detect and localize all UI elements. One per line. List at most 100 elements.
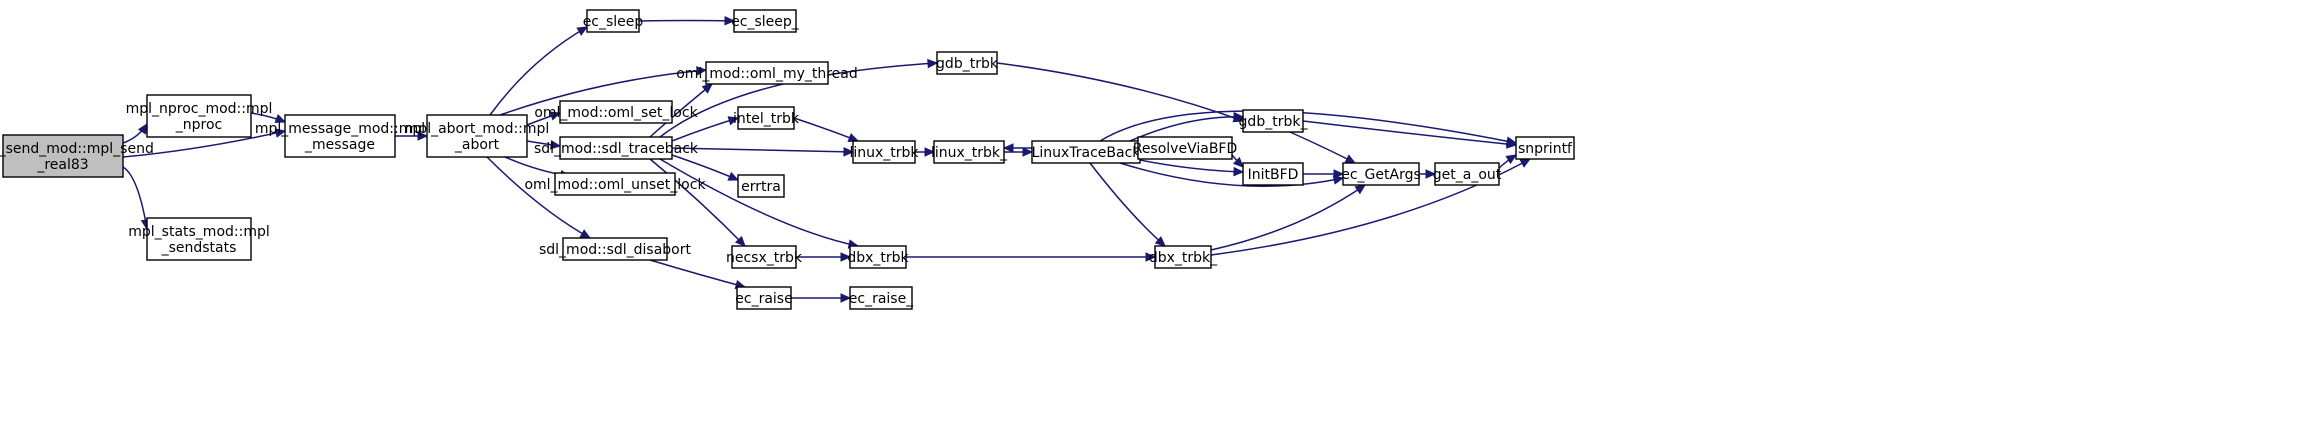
node-box xyxy=(936,51,998,75)
node-box xyxy=(705,61,829,85)
function-node-sdldisabort[interactable]: sdl_mod::sdl_disabort xyxy=(539,237,692,261)
arrowhead-n_abort-to-n_sdldisabort xyxy=(579,229,592,239)
edge-n_abort-to-n_omlmythread xyxy=(499,69,707,116)
node-label-line: sdl_mod::sdl_disabort xyxy=(539,242,692,258)
arrowhead-n_necsxtrbk-to-n_dbxtrbk xyxy=(840,252,852,262)
arrowhead-n_linuxtraceback-to-n_initbfd xyxy=(1233,166,1245,177)
arrowhead-n_nproc-to-n_message xyxy=(274,114,287,123)
node-box xyxy=(559,100,673,124)
node-box xyxy=(737,174,785,198)
function-node-message[interactable]: mpl_message_mod::mpl_message xyxy=(255,114,425,158)
edge-n_abort-to-n_ecsleep xyxy=(489,26,588,116)
function-node-nproc[interactable]: mpl_nproc_mod::mpl_nproc xyxy=(126,94,273,138)
arrowhead-n_abort-to-n_sdltraceback xyxy=(549,140,562,150)
edge-n_gdbtrbk_-to-n_ecgetargs xyxy=(1289,131,1356,164)
arrowhead-n_resolvebfd-to-n_initbfd xyxy=(1232,156,1244,168)
node-label-line: ec_sleep_ xyxy=(731,14,800,30)
arrowhead-n_gdbtrbk_-to-n_snprintf xyxy=(1506,139,1518,149)
edge-n_abort-to-n_sdldisabort xyxy=(486,156,591,239)
edge-n_send-to-n_stats xyxy=(122,166,148,230)
function-node-ecsleep_[interactable]: ec_sleep_ xyxy=(731,9,800,33)
function-node-stats[interactable]: mpl_stats_mod::mpl_sendstats xyxy=(128,217,270,261)
arrowhead-n_ecsleep-to-n_ecsleep_ xyxy=(724,16,736,26)
function-node-getaout[interactable]: get_a_out xyxy=(1433,162,1502,186)
edge-n_linuxtraceback-to-n_dbxtrbk_ xyxy=(1089,162,1166,247)
node-box xyxy=(2,134,124,178)
function-node-necsxtrbk[interactable]: necsx_trbk xyxy=(726,245,803,269)
function-node-linuxtrbk[interactable]: linux_trbk xyxy=(849,140,919,164)
function-node-send[interactable]: mpl_send_mod::mpl_send_real83 xyxy=(0,134,154,178)
function-node-sdltraceback[interactable]: sdl_mod::sdl_traceback xyxy=(534,136,699,160)
node-label-line: mpl_send_mod::mpl_send xyxy=(0,141,154,157)
node-label-line: necsx_trbk xyxy=(726,250,803,266)
edge-n_linuxtraceback-to-n_ecgetargs xyxy=(1119,162,1344,187)
function-node-snprintf[interactable]: snprintf xyxy=(1515,136,1575,160)
node-label-line: dbx_trbk xyxy=(847,250,909,266)
function-node-initbfd[interactable]: InitBFD xyxy=(1242,162,1304,186)
node-label-line: InitBFD xyxy=(1248,167,1299,183)
node-box xyxy=(849,245,907,269)
function-node-ecsleep[interactable]: ec_sleep xyxy=(583,9,644,33)
function-node-omlunsetlock[interactable]: oml_mod::oml_unset_lock xyxy=(524,172,706,196)
node-box xyxy=(146,217,252,261)
arrowhead-n_sdltraceback-to-n_errtra xyxy=(727,171,740,181)
call-edges xyxy=(122,16,1532,303)
function-node-omlsetlock[interactable]: oml_mod::oml_set_lock xyxy=(534,100,699,124)
arrowhead-n_linuxtraceback-to-n_ecgetargs xyxy=(1332,175,1345,185)
arrowhead-n_send-to-n_message xyxy=(274,128,287,138)
function-node-dbxtrbk[interactable]: dbx_trbk xyxy=(847,245,910,269)
edge-n_linuxtraceback-to-n_gdbtrbk_ xyxy=(1129,116,1244,142)
arrowhead-n_dbxtrbk_-to-n_snprintf xyxy=(1519,158,1532,168)
node-label-line: mpl_nproc_mod::mpl xyxy=(126,101,273,117)
node-box xyxy=(1434,162,1500,186)
edge-n_inteltrbk-to-n_linuxtrbk xyxy=(793,117,859,142)
node-box xyxy=(1242,162,1304,186)
function-node-gdbtrbk_[interactable]: gdb_trbk_ xyxy=(1239,109,1309,133)
arrowhead-n_sdltraceback-to-n_necsxtrbk xyxy=(734,235,746,247)
function-node-linuxtrbk_[interactable]: linux_trbk_ xyxy=(931,140,1008,164)
function-node-abort[interactable]: mpl_abort_mod::mpl_abort xyxy=(405,114,550,158)
node-label-line: gdb_trbk xyxy=(936,56,999,72)
node-label-line: _real83 xyxy=(36,157,88,173)
edge-n_gdbtrbk_-to-n_snprintf xyxy=(1302,120,1517,146)
node-label-line: oml_mod::oml_unset_lock xyxy=(524,177,706,193)
arrowhead-n_linuxtrbk_-to-n_linuxtraceback xyxy=(1022,147,1034,157)
node-box xyxy=(1137,136,1233,160)
arrowhead-n_getaout-to-n_snprintf xyxy=(1505,154,1518,165)
function-node-errtra[interactable]: errtra xyxy=(737,174,785,198)
node-label-line: snprintf xyxy=(1518,141,1573,157)
node-label-line: errtra xyxy=(741,179,781,195)
node-label-line: oml_mod::oml_set_lock xyxy=(534,105,698,121)
node-label-line: ResolveViaBFD xyxy=(1133,141,1238,157)
node-label-line: LinuxTraceBack xyxy=(1032,145,1142,161)
node-label-line: get_a_out xyxy=(1433,167,1502,183)
function-node-inteltrbk[interactable]: intel_trbk xyxy=(733,106,800,130)
function-node-omlmythread[interactable]: oml_mod::oml_my_thread xyxy=(676,61,858,85)
arrowhead-n_ecgetargs-to-n_getaout xyxy=(1425,169,1437,179)
arrowhead-n_sdltraceback-to-n_linuxtrbk xyxy=(843,147,855,157)
function-node-resolvebfd[interactable]: ResolveViaBFD xyxy=(1133,136,1238,160)
function-node-ecgetargs[interactable]: ec_GetArgs xyxy=(1341,162,1421,186)
node-label-line: mpl_stats_mod::mpl xyxy=(128,224,270,240)
node-label-line: _abort xyxy=(454,137,500,153)
arrowhead-n_linuxtrbk-to-n_linuxtrbk_ xyxy=(924,147,936,157)
node-label-line: mpl_abort_mod::mpl xyxy=(405,121,550,137)
function-node-linuxtraceback[interactable]: LinuxTraceBack xyxy=(1031,140,1142,164)
arrowhead-n_linuxtraceback-to-n_linuxtrbk_ xyxy=(1002,143,1014,153)
arrowhead-n_abort-to-n_ecsleep xyxy=(576,26,589,36)
arrowhead-n_ecraise-to-n_ecraise_ xyxy=(840,293,852,303)
node-box xyxy=(1154,245,1212,269)
node-label-line: ec_sleep xyxy=(583,14,644,30)
arrowhead-n_message-to-n_abort xyxy=(417,131,429,141)
function-nodes: mpl_send_mod::mpl_send_real83mpl_nproc_m… xyxy=(0,9,1575,310)
node-box xyxy=(146,94,252,138)
node-label-line: _message xyxy=(304,137,375,153)
function-node-ecraise_[interactable]: ec_raise_ xyxy=(849,286,914,310)
edge-n_linuxtraceback-to-n_initbfd xyxy=(1139,159,1244,173)
node-box xyxy=(554,172,676,196)
arrowhead-n_sdltraceback-to-n_omlmythread xyxy=(701,83,713,94)
function-node-gdbtrbk[interactable]: gdb_trbk xyxy=(936,51,999,75)
function-node-dbxtrbk_[interactable]: dbx_trbk_ xyxy=(1149,245,1218,269)
function-node-ecraise[interactable]: ec_raise xyxy=(735,286,793,310)
